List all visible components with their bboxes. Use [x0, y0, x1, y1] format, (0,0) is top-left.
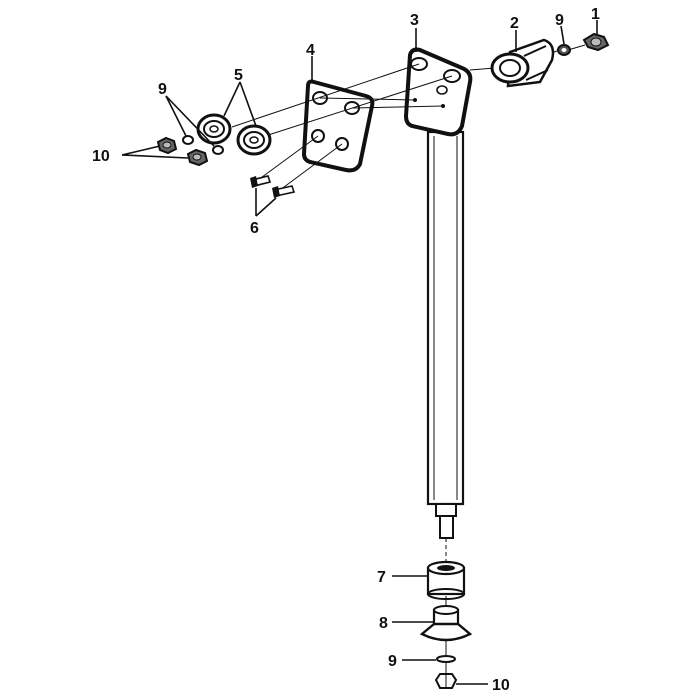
bearing-right: [236, 124, 272, 156]
nuts-left: [156, 136, 209, 167]
shaft-head-bracket: [403, 47, 473, 137]
callout-10-bottom: 10: [492, 677, 510, 694]
callout-6: 6: [250, 220, 259, 237]
bearing-left: [196, 113, 232, 145]
assembly-lines: [231, 44, 586, 676]
bolts: [250, 175, 296, 198]
steering-shaft: [426, 130, 465, 565]
callout-9-bottom: 9: [388, 653, 397, 670]
callout-5: 5: [234, 67, 243, 84]
collar: [426, 560, 466, 600]
callout-4: 4: [306, 42, 315, 59]
callout-2: 2: [510, 15, 519, 32]
callout-7: 7: [377, 569, 386, 586]
callout-1: 1: [591, 6, 600, 23]
callouts: 1 2 9 3 4 5 9 10 6 7 8 9 10: [92, 6, 600, 694]
leader-lines: [121, 20, 598, 685]
callout-3: 3: [410, 12, 419, 29]
callout-9-top: 9: [555, 12, 564, 29]
washer-bottom: [436, 655, 456, 663]
bearings: [196, 113, 272, 156]
washer-top: [557, 44, 571, 56]
flanged-bushing: [419, 605, 473, 642]
callout-10-left: 10: [92, 148, 110, 165]
nut-top: [582, 32, 610, 52]
washers-left: [182, 135, 224, 155]
side-plate: [301, 79, 375, 173]
callout-8: 8: [379, 615, 388, 632]
bushing: [490, 38, 555, 88]
callout-9-left: 9: [158, 81, 167, 98]
nut-bottom: [434, 673, 458, 689]
